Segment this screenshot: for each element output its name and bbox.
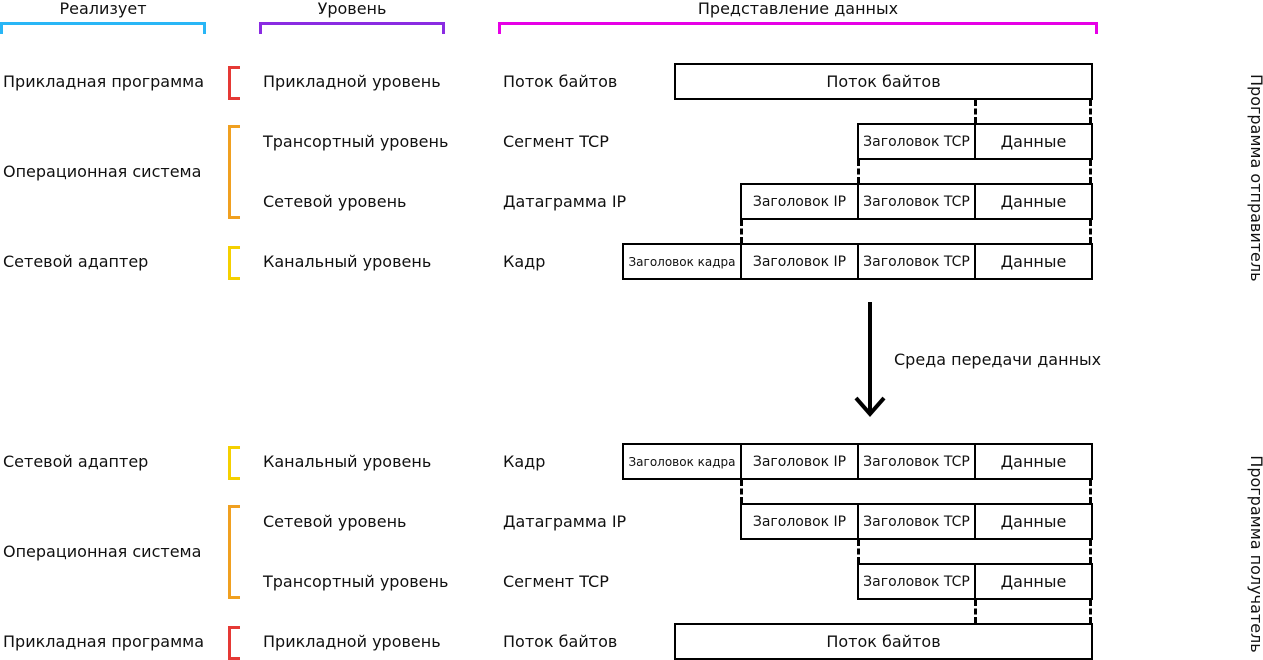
receiver-implements-app: Прикладная программа: [3, 632, 205, 651]
sender-connector: [974, 100, 977, 123]
sender-os-bracket: [228, 125, 240, 219]
receiver-os-bracket: [228, 505, 240, 599]
header-level: Уровень: [317, 0, 387, 18]
receiver-tcp-header-box: Заголовок TCP: [857, 503, 976, 540]
receiver-payload-box: Данные: [974, 563, 1093, 600]
sender-implements-os: Операционная система: [3, 162, 202, 181]
receiver-connector: [1089, 600, 1092, 623]
receiver-repr-tcp-segment: Сегмент TCP: [503, 572, 609, 591]
sender-level-application: Прикладной уровень: [263, 72, 441, 91]
receiver-connector: [740, 480, 743, 503]
sender-implements-adapter: Сетевой адаптер: [3, 252, 149, 271]
receiver-repr-byte-stream: Поток байтов: [503, 632, 618, 651]
receiver-connector: [974, 600, 977, 623]
receiver-adapter-bracket: [228, 446, 240, 480]
sender-payload-box: Данные: [974, 183, 1093, 220]
receiver-level-link: Канальный уровень: [263, 452, 432, 471]
receiver-ip-header-box: Заголовок IP: [740, 503, 859, 540]
sender-repr-ip-datagram: Датаграмма IP: [503, 192, 627, 211]
receiver-payload-box: Данные: [974, 443, 1093, 480]
receiver-byte-stream-box: Поток байтов: [674, 623, 1093, 660]
transmission-arrow-icon: [854, 302, 886, 418]
receiver-implements-os: Операционная система: [3, 542, 202, 561]
sender-tcp-header-box: Заголовок TCP: [857, 183, 976, 220]
sender-level-transport: Трансортный уровень: [263, 132, 449, 151]
sender-payload-box: Данные: [974, 123, 1093, 160]
receiver-payload-box: Данные: [974, 503, 1093, 540]
sender-repr-byte-stream: Поток байтов: [503, 72, 618, 91]
sender-implements-app: Прикладная программа: [3, 72, 205, 91]
header-implements: Реализует: [59, 0, 147, 18]
sender-ip-header-box: Заголовок IP: [740, 183, 859, 220]
medium-label: Среда передачи данных: [894, 350, 1102, 369]
sender-app-bracket: [228, 66, 240, 100]
header-implements-bracket: [0, 22, 206, 34]
sender-side-label: Программа отправитель: [1247, 74, 1263, 282]
sender-level-network: Сетевой уровень: [263, 192, 407, 211]
sender-connector: [1089, 100, 1092, 123]
receiver-level-network: Сетевой уровень: [263, 512, 407, 531]
sender-connector: [857, 160, 860, 183]
sender-connector: [740, 220, 743, 243]
header-level-bracket: [259, 22, 445, 34]
receiver-connector: [1089, 480, 1092, 503]
receiver-level-application: Прикладной уровень: [263, 632, 441, 651]
receiver-side-label: Программа получатель: [1247, 455, 1263, 653]
sender-payload-box: Данные: [974, 243, 1093, 280]
sender-level-link: Канальный уровень: [263, 252, 432, 271]
receiver-implements-adapter: Сетевой адаптер: [3, 452, 149, 471]
receiver-repr-ip-datagram: Датаграмма IP: [503, 512, 627, 531]
sender-ip-header-box: Заголовок IP: [740, 243, 859, 280]
receiver-tcp-header-box: Заголовок TCP: [857, 563, 976, 600]
sender-frame-header-box: Заголовок кадра: [622, 243, 742, 280]
sender-byte-stream-box: Поток байтов: [674, 63, 1093, 100]
header-data-bracket: [498, 22, 1098, 34]
sender-repr-tcp-segment: Сегмент TCP: [503, 132, 609, 151]
sender-repr-frame: Кадр: [503, 252, 546, 271]
sender-connector: [1089, 160, 1092, 183]
receiver-app-bracket: [228, 626, 240, 660]
receiver-tcp-header-box: Заголовок TCP: [857, 443, 976, 480]
sender-tcp-header-box: Заголовок TCP: [857, 243, 976, 280]
receiver-repr-frame: Кадр: [503, 452, 546, 471]
receiver-frame-header-box: Заголовок кадра: [622, 443, 742, 480]
sender-adapter-bracket: [228, 246, 240, 280]
receiver-connector: [857, 540, 860, 563]
receiver-connector: [1089, 540, 1092, 563]
header-data-representation: Представление данных: [697, 0, 899, 18]
receiver-level-transport: Трансортный уровень: [263, 572, 449, 591]
sender-tcp-header-box: Заголовок TCP: [857, 123, 976, 160]
sender-connector: [1089, 220, 1092, 243]
receiver-ip-header-box: Заголовок IP: [740, 443, 859, 480]
